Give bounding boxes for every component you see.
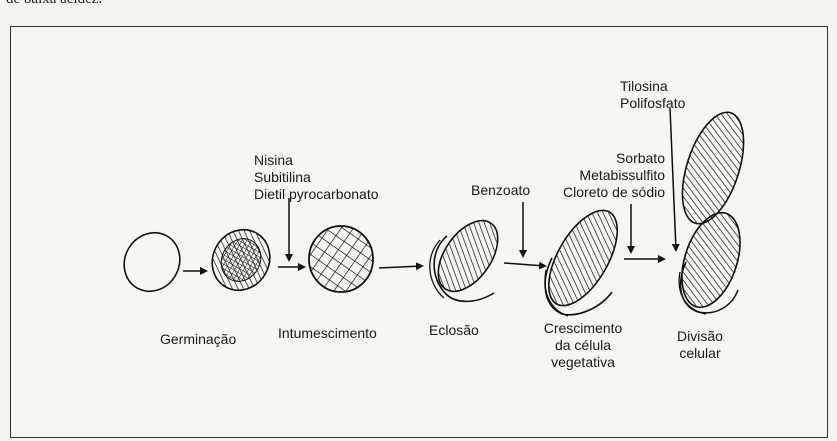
inhibitor-label: Metabissulfito (563, 167, 665, 184)
stage-label-line: Divisão (660, 328, 740, 345)
intumescence-cell (309, 226, 373, 292)
inhibitor-label: Sorbato (563, 150, 665, 167)
arrow-swelling-to-eclosion (379, 266, 422, 268)
inhibitor-label: Dietil pyrocarbonato (254, 186, 379, 203)
stage-label-intumescence: Intumescimento (278, 325, 377, 342)
inhibitor-label: Subitilina (254, 169, 379, 186)
inhibitor-label: Cloreto de sódio (563, 184, 665, 201)
stage-label-cell-division: Divisão celular (660, 328, 740, 362)
stage-label-line: celular (660, 345, 740, 362)
inhibitor-group-3: Sorbato Metabissulfito Cloreto de sódio (563, 150, 665, 201)
inhibitor-arrow-4 (670, 108, 676, 250)
inhibitor-label: Benzoato (471, 182, 530, 199)
stage-label-line: da célula (543, 337, 623, 354)
vegetative-cell (535, 200, 631, 317)
inhibitor-group-1: Nisina Subitilina Dietil pyrocarbonato (254, 152, 379, 203)
stage-label-line: vegetativa (543, 354, 623, 371)
stage-label-vegetative-growth: Crescimento da célula vegetativa (543, 320, 623, 371)
inhibitor-label: Tilosina (620, 78, 685, 95)
eclosion-cell (426, 210, 510, 302)
inhibitor-group-2: Benzoato (471, 182, 530, 199)
stage-label-germination: Germinação (160, 331, 236, 348)
inhibitor-label: Nisina (254, 152, 379, 169)
germination-cell (201, 219, 280, 301)
inhibitor-label: Polifosfato (620, 95, 685, 112)
stage-label-line: Crescimento (543, 320, 623, 337)
arrow-eclosion-to-growth (504, 263, 545, 266)
spore-oval (114, 223, 191, 302)
inhibitor-group-4: Tilosina Polifosfato (620, 78, 685, 112)
dividing-cells (670, 105, 755, 315)
stage-label-eclosion: Eclosão (429, 322, 479, 339)
